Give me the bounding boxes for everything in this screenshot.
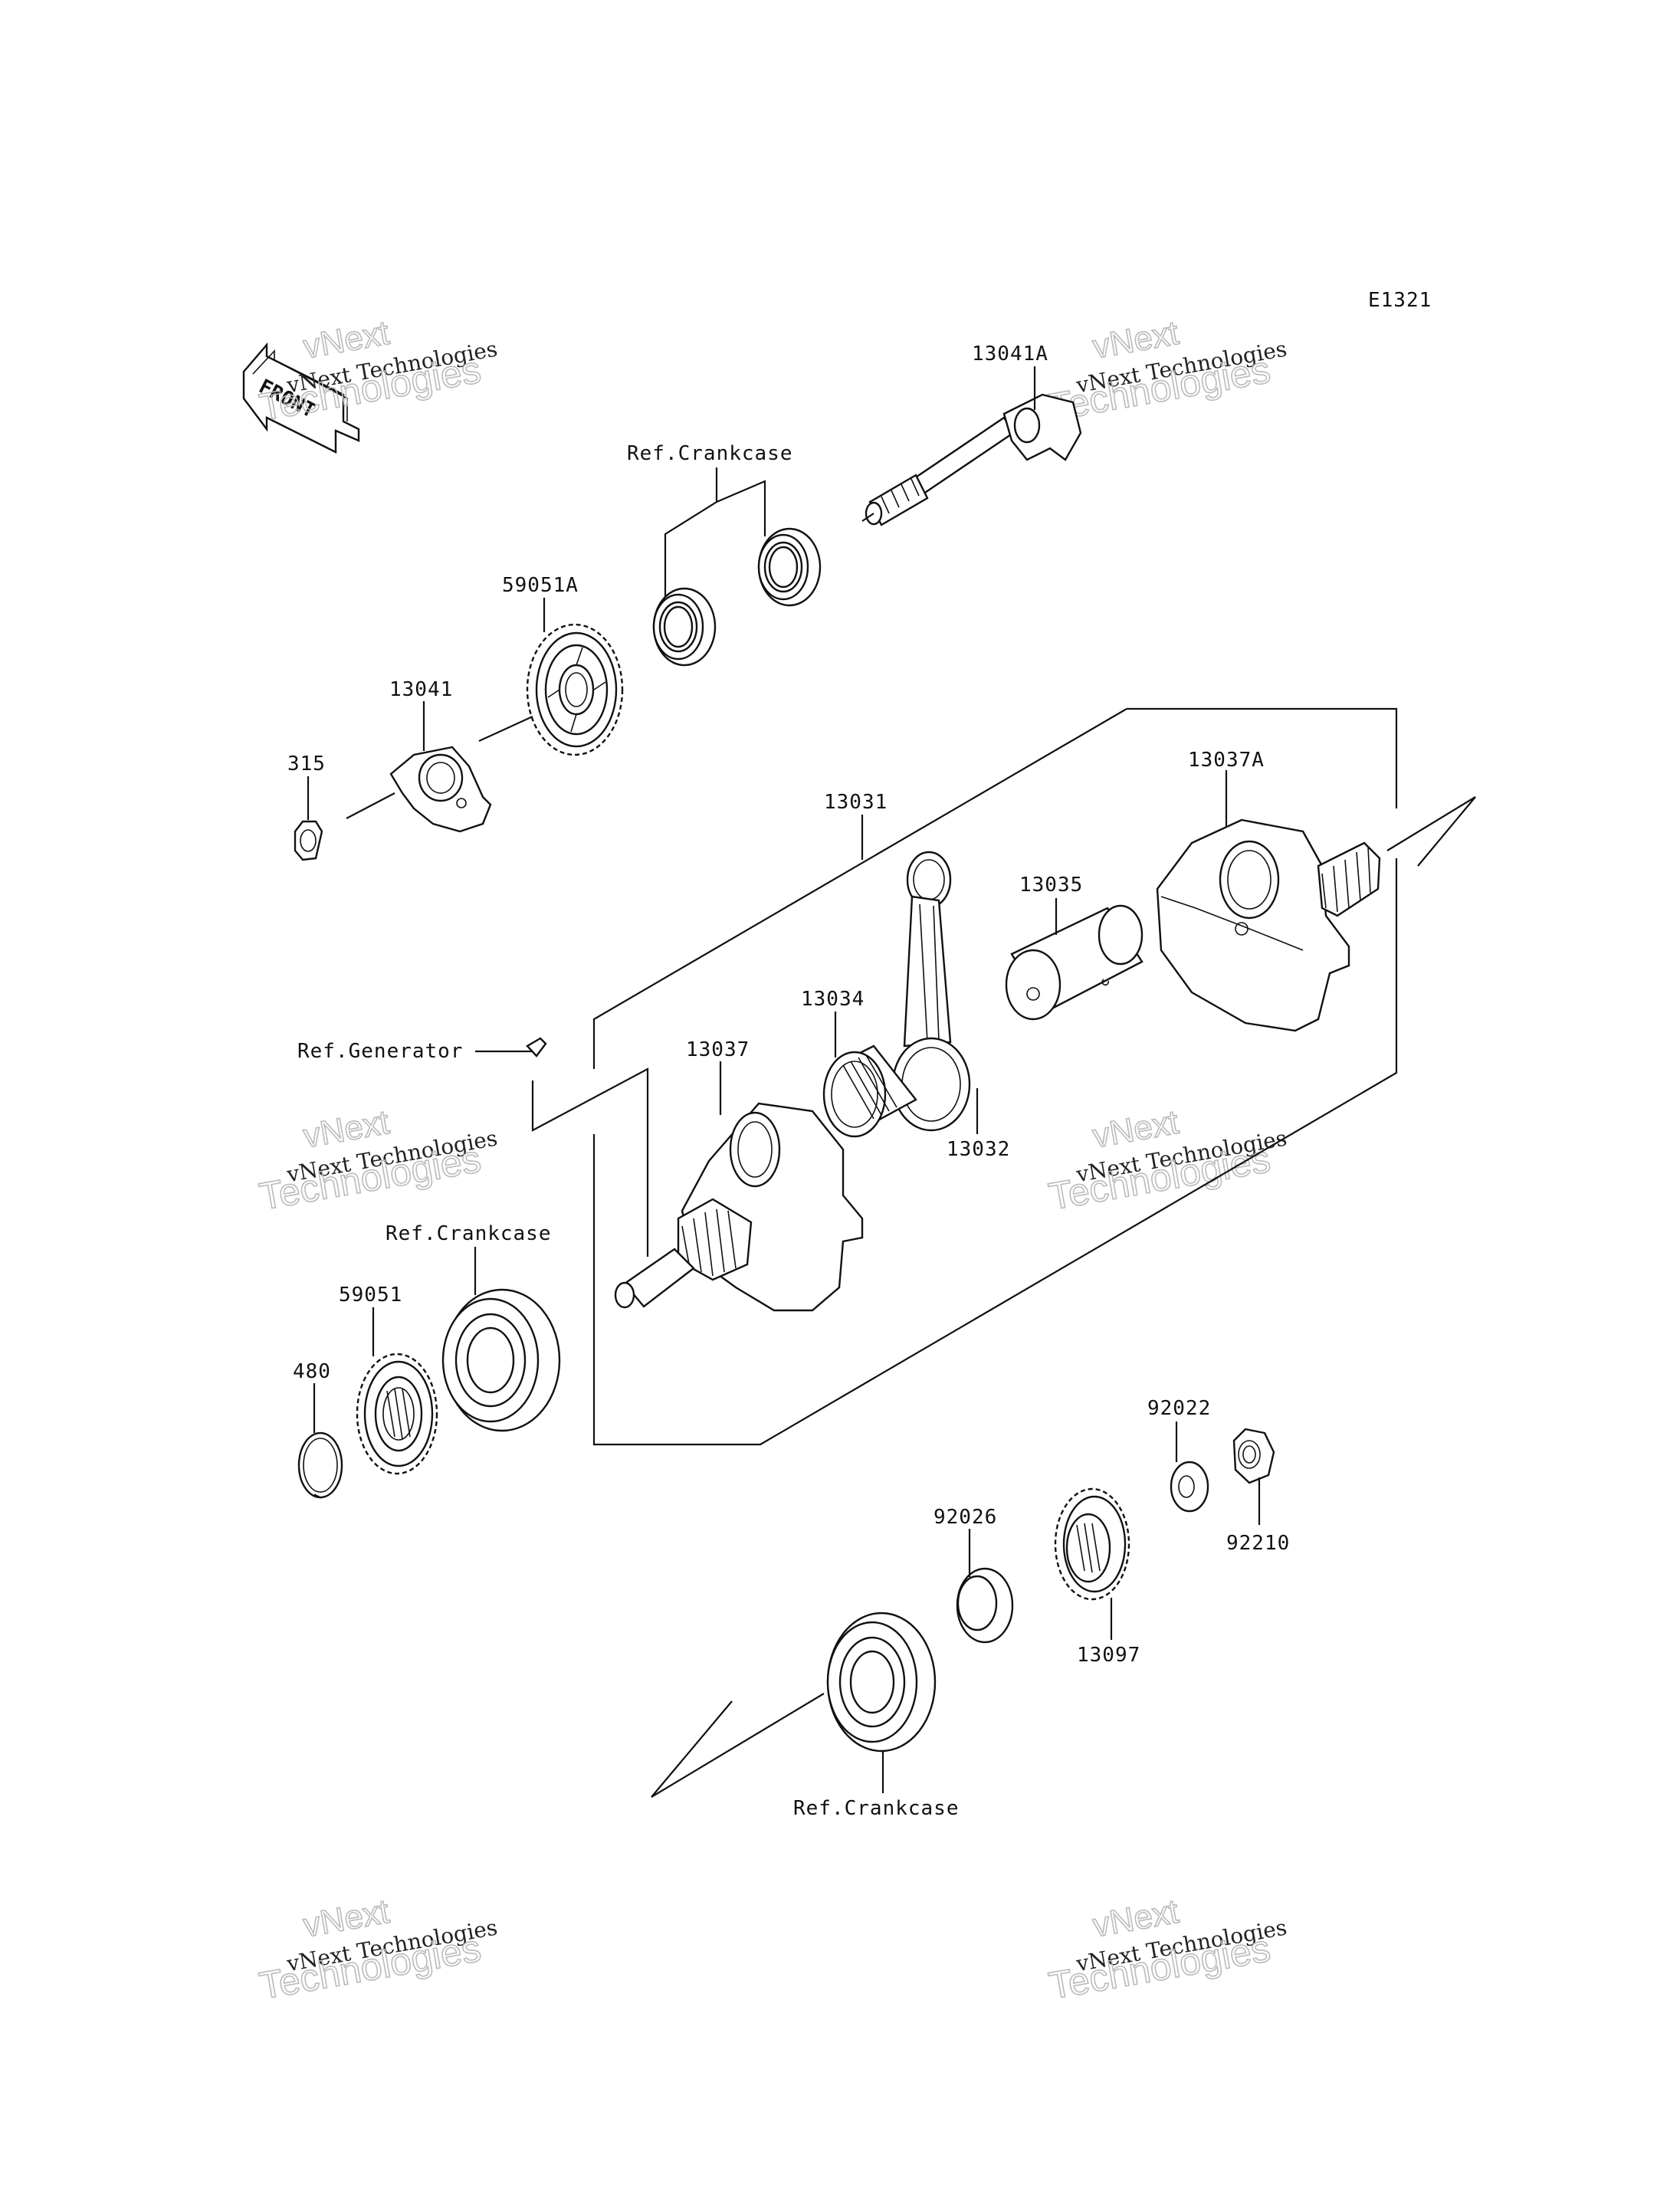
axis-13041-to-59051A [478, 715, 533, 743]
diagram-code: E1321 [1368, 289, 1432, 312]
circlip-480 [297, 1431, 343, 1499]
label-13031: 13031 [824, 791, 888, 814]
axis-arrow-bottom [651, 1693, 825, 1798]
label-ref-generator: Ref.Generator [297, 1040, 464, 1063]
label-92210: 92210 [1226, 1532, 1290, 1555]
crank-half-13037 [614, 1102, 864, 1312]
bearing-bottom [826, 1612, 937, 1753]
bearing-middle [441, 1288, 561, 1432]
crank-pin-13035 [1005, 904, 1144, 1021]
leader-ref-crankcase-top [664, 467, 766, 605]
generator-connector [475, 1050, 649, 1257]
shaft-13041A [865, 393, 1082, 526]
connecting-rod-13032 [891, 851, 971, 1132]
label-ref-crankcase-mid: Ref.Crankcase [386, 1222, 552, 1245]
needle-bearing-13034 [822, 1044, 917, 1138]
label-59051: 59051 [339, 1284, 402, 1307]
gear-13097 [1054, 1487, 1130, 1601]
axis-arrow-right [1386, 796, 1476, 867]
shaft-axis-line [861, 513, 874, 522]
nut-92210 [1232, 1428, 1275, 1484]
label-13041: 13041 [389, 678, 453, 701]
watermark-1: vNext vNext Technologies Technologies [256, 313, 500, 429]
label-92026: 92026 [934, 1506, 997, 1529]
label-13037A: 13037A [1188, 749, 1265, 772]
label-ref-crankcase-top: Ref.Crankcase [627, 442, 793, 465]
watermark-6: vNext vNext Technologies Technologies [1045, 1892, 1289, 2008]
watermark-3: vNext vNext Technologies Technologies [256, 1103, 500, 1218]
crank-piece-13041 [389, 746, 492, 833]
watermark-4: vNext vNext Technologies Technologies [1045, 1103, 1289, 1218]
label-13035: 13035 [1019, 874, 1083, 897]
gear-59051 [356, 1353, 438, 1475]
nut-315 [294, 820, 323, 861]
front-arrow-badge: FRONT [242, 342, 360, 454]
washer-92022 [1170, 1461, 1209, 1513]
bearing-top-right [757, 527, 822, 607]
label-59051A: 59051A [502, 574, 579, 597]
label-13041A: 13041A [972, 343, 1048, 366]
label-13037: 13037 [686, 1038, 750, 1061]
label-480: 480 [293, 1360, 331, 1383]
label-ref-crankcase-bottom: Ref.Crankcase [793, 1797, 960, 1820]
label-315: 315 [287, 753, 326, 776]
assembly-frame [592, 707, 1398, 1446]
label-92022: 92022 [1147, 1397, 1211, 1420]
label-13032: 13032 [947, 1138, 1010, 1161]
label-13097: 13097 [1077, 1644, 1140, 1667]
woodruff-key [526, 1037, 547, 1058]
bearing-top-left [652, 587, 717, 667]
watermark-5: vNext vNext Technologies Technologies [256, 1892, 500, 2008]
label-13034: 13034 [801, 988, 865, 1011]
axis-315-to-13041 [346, 792, 395, 819]
crank-half-13037A [1156, 818, 1381, 1032]
gear-59051A [526, 623, 624, 756]
collar-92026 [956, 1567, 1014, 1644]
